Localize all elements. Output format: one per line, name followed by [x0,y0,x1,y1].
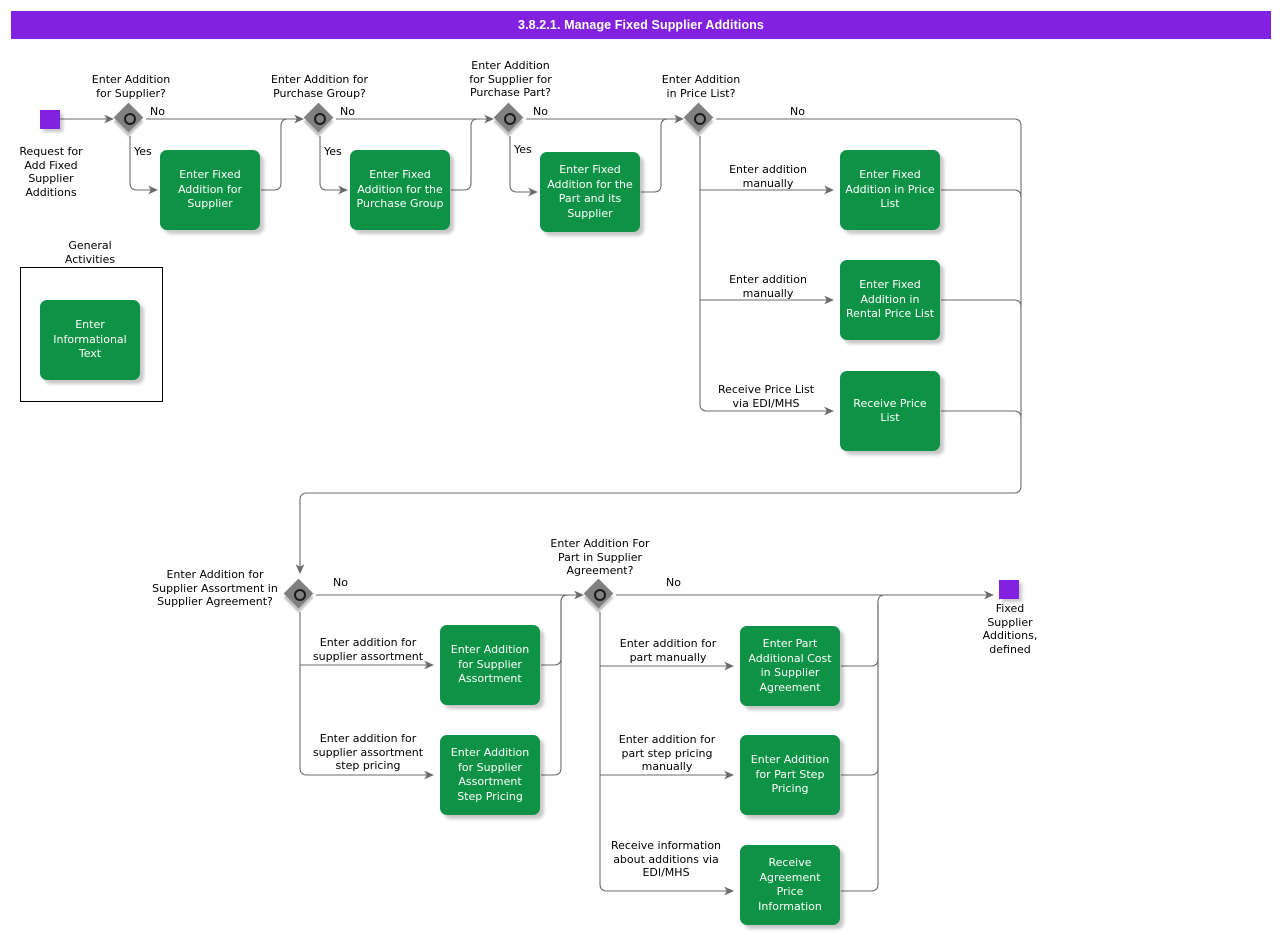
edge-label-no-2: No [340,105,355,118]
activity-enter-fixed-addition-in-price-list[interactable]: Enter Fixed Addition in Price List [840,150,940,230]
page-title: 3.8.2.1. Manage Fixed Supplier Additions [11,11,1271,39]
gateway-enter-addition-in-price-list[interactable] [683,102,715,134]
activity-enter-fixed-addition-for-supplier[interactable]: Enter Fixed Addition for Supplier [160,150,260,230]
edge-label-agreement-edi: Receive information about additions via … [610,839,722,879]
edge-label-no-1: No [150,105,165,118]
edge-label-manual-rental-price-list: Enter addition manually [729,273,807,300]
edge-label-supplier-assortment: Enter addition for supplier assortment [312,636,424,663]
activity-enter-addition-for-part-step-pricing[interactable]: Enter Addition for Part Step Pricing [740,735,840,815]
edge-label-no-3: No [533,105,548,118]
gateway-enter-addition-for-purchase-group[interactable] [303,102,335,134]
gateway-enter-addition-for-supplier[interactable] [113,102,145,134]
activity-enter-addition-for-supplier-assortment[interactable]: Enter Addition for Supplier Assortment [440,625,540,705]
activity-enter-fixed-addition-in-rental-price-list[interactable]: Enter Fixed Addition in Rental Price Lis… [840,260,940,340]
edge-label-yes-2: Yes [324,145,342,158]
gateway-1-question: Enter Addition for Supplier? [91,73,171,100]
gateway-2-question: Enter Addition for Purchase Group? [270,73,369,100]
edge-label-part-manually: Enter addition for part manually [619,637,717,664]
gateway-4-question: Enter Addition in Price List? [661,73,741,100]
gateway-5-question: Enter Addition for Supplier Assortment i… [152,568,278,608]
edge-label-manual-price-list: Enter addition manually [729,163,807,190]
end-event-label: Fixed Supplier Additions, defined [982,602,1038,656]
activity-receive-price-list[interactable]: Receive Price List [840,371,940,451]
gateway-enter-addition-for-supplier-assortment[interactable] [283,578,315,610]
gateway-enter-addition-for-supplier-for-purchase-part[interactable] [493,102,525,134]
gateway-3-question: Enter Addition for Supplier for Purchase… [469,59,552,99]
group-general-activities [20,267,163,402]
activity-enter-part-additional-cost-in-supplier-agreement[interactable]: Enter Part Additional Cost in Supplier A… [740,626,840,706]
gateway-ring-icon [294,589,306,601]
start-event-label: Request for Add Fixed Supplier Additions [19,145,83,199]
group-general-activities-title: General Activities [64,239,116,266]
gateway-ring-icon [124,113,136,125]
edge-label-receive-price-list-edi: Receive Price List via EDI/MHS [717,383,815,410]
gateway-enter-addition-for-part-in-supplier-agreement[interactable] [583,578,615,610]
edge-label-yes-3: Yes [514,143,532,156]
activity-enter-fixed-addition-for-the-purchase-group[interactable]: Enter Fixed Addition for the Purchase Gr… [350,150,450,230]
edge-label-supplier-assortment-step-pricing: Enter addition for supplier assortment s… [312,732,424,772]
gateway-6-question: Enter Addition For Part in Supplier Agre… [550,537,650,577]
gateway-ring-icon [314,113,326,125]
activity-receive-agreement-price-information[interactable]: Receive Agreement Price Information [740,845,840,925]
activity-enter-informational-text[interactable]: Enter Informational Text [40,300,140,380]
activity-enter-fixed-addition-for-the-part-and-its-supplier[interactable]: Enter Fixed Addition for the Part and it… [540,152,640,232]
end-event[interactable] [999,580,1019,599]
edge-label-no-4: No [790,105,805,118]
gateway-ring-icon [504,113,516,125]
edge-label-no-6: No [666,576,681,589]
gateway-ring-icon [694,113,706,125]
activity-enter-addition-for-supplier-assortment-step-pricing[interactable]: Enter Addition for Supplier Assortment S… [440,735,540,815]
gateway-ring-icon [594,589,606,601]
start-event[interactable] [40,110,60,129]
edge-label-part-step-pricing: Enter addition for part step pricing man… [618,733,716,773]
edge-label-no-5: No [333,576,348,589]
edge-label-yes-1: Yes [134,145,152,158]
